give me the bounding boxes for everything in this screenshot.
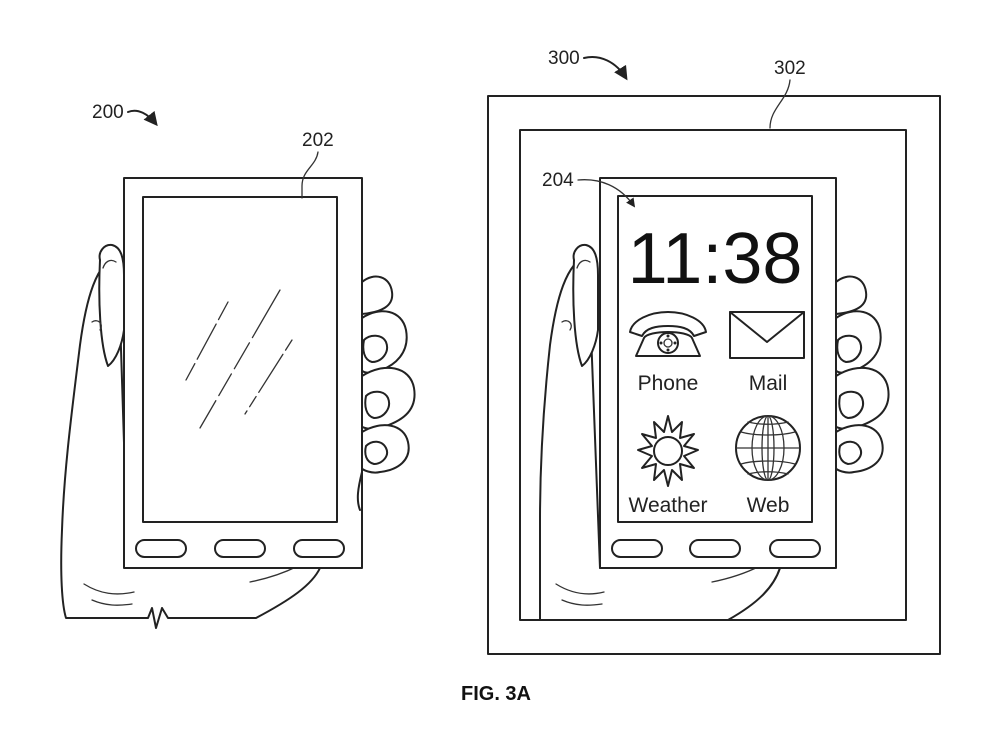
telephone-icon (629, 311, 707, 357)
left-device-button-1 (135, 539, 187, 558)
ref-number-302: 302 (774, 58, 806, 79)
ref-number-204: 204 (542, 170, 574, 191)
ref-arrow-300 (583, 56, 628, 81)
app-label-weather: Weather (629, 494, 708, 517)
left-device-button-3 (293, 539, 345, 558)
envelope-icon (729, 311, 805, 359)
ref-number-300: 300 (548, 48, 580, 69)
app-label-phone: Phone (638, 372, 699, 395)
right-device-button-3 (769, 539, 821, 558)
ref-number-202: 202 (302, 130, 334, 151)
right-hand (539, 243, 781, 621)
left-hand-fingers (356, 275, 416, 511)
right-device-button-2 (689, 539, 741, 558)
figure-caption: FIG. 3A (461, 683, 531, 705)
left-device-illustration (60, 177, 416, 629)
right-device-button-1 (611, 539, 663, 558)
right-hand-fingers (835, 275, 890, 474)
leader-line-302 (769, 79, 791, 129)
ref-number-200: 200 (92, 102, 124, 123)
screen-glare (185, 289, 293, 429)
app-label-web: Web (747, 494, 790, 517)
clock-time: 11:38 (628, 219, 803, 299)
sun-icon (637, 415, 699, 487)
ref-arrow-200 (127, 109, 158, 127)
left-device-button-2 (214, 539, 266, 558)
right-device-illustration: 11:38 Phone Mail Weather (539, 177, 890, 621)
ref-arrow-204 (577, 179, 636, 208)
app-label-mail: Mail (749, 372, 788, 395)
leader-line-202 (301, 151, 319, 199)
globe-icon (735, 415, 801, 481)
